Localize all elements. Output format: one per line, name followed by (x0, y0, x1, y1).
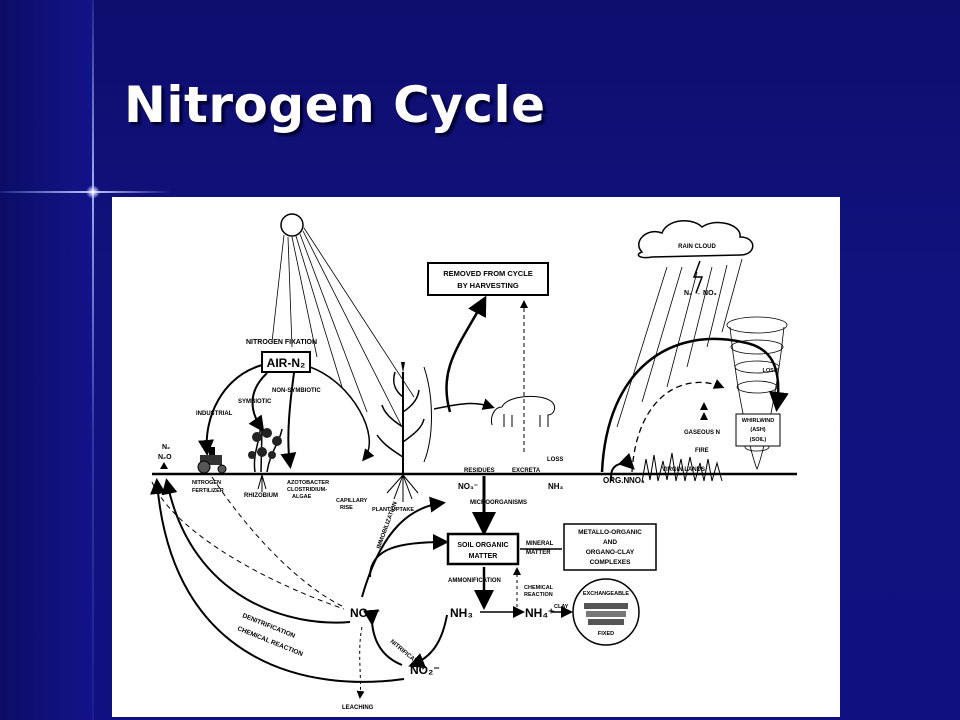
rain-cloud-icon: RAIN CLOUD N₂ → NO₃ (616, 220, 754, 428)
fire-label: FIRE (695, 448, 709, 454)
whirlwind-label-1: WHIRLWIND (742, 418, 774, 424)
whirlwind-icon: LOSS WHIRLWIND (ASH) (SOIL) (726, 316, 788, 471)
capillary-label-1: CAPILLARY (336, 498, 368, 504)
decorative-sparkle (86, 185, 100, 199)
azotobacter-label-1: AZOTOBACTER (287, 480, 329, 486)
n2-no3-rain-label: N₂ → NO₃ (684, 290, 717, 297)
slide-left-band (0, 0, 92, 720)
soil-organic-label-2: MATTER (469, 553, 498, 560)
n2-label: N₂ (162, 444, 170, 451)
metallo-label-1: METALLO-ORGANIC (578, 529, 642, 536)
removed-from-cycle-box: REMOVED FROM CYCLE BY HARVESTING (427, 262, 549, 296)
removed-label-1: REMOVED FROM CYCLE (443, 269, 533, 278)
ammonification-label: AMMONIFICATION (448, 578, 501, 584)
residues-label: RESIDUES (464, 468, 495, 474)
gaseous-n-label: GASEOUS N (684, 430, 720, 436)
exchangeable-label: EXCHANGEABLE (583, 591, 629, 597)
sun-icon (271, 213, 415, 428)
metallo-organic-box (563, 523, 657, 571)
mineral-label-1: MINERAL (526, 541, 554, 547)
air-n2-label: AIR-N₂ (267, 356, 306, 370)
chem-reaction-mid-2: REACTION (524, 592, 553, 598)
removed-label-2: BY HARVESTING (457, 281, 519, 290)
decorative-vertical-line (92, 0, 94, 720)
loss-label: LOSS (547, 457, 563, 463)
corn-plant-icon (376, 362, 432, 502)
virgin-lands-fire-icon: VIRGIN LANDS FIRE GASEOUS N (641, 402, 723, 483)
n2o-label: N₂O (158, 454, 172, 461)
slide-title: Nitrogen Cycle (124, 76, 546, 134)
fertilizer-label-2: FERTILIZER (192, 488, 224, 494)
azotobacter-label-3: ALGAE (292, 494, 312, 500)
capillary-label-2: RISE (340, 505, 353, 511)
industrial-label: INDUSTRIAL (196, 411, 233, 417)
no3-soil-label: NO₃⁻ (458, 482, 478, 491)
soil-organic-label-1: SOIL ORGANIC (457, 542, 508, 549)
chem-reaction-mid-1: CHEMICAL (524, 585, 554, 591)
org-n-label: ORG.N (603, 476, 629, 485)
no3-bottom-label: NO₃⁻ (350, 606, 380, 620)
metallo-label-4: COMPLEXES (590, 559, 631, 566)
rain-cloud-label: RAIN CLOUD (678, 244, 716, 250)
whirlwind-label-2: (ASH) (750, 427, 765, 433)
symbiotic-label: SYMBIOTIC (238, 399, 272, 405)
mineral-label-2: MATTER (526, 550, 551, 556)
fertilizer-label-1: NITROGEN (192, 480, 221, 486)
air-n2-box (261, 351, 311, 373)
metallo-label-3: ORGANO-CLAY (586, 549, 635, 556)
whirlwind-loss-label: LOSS (763, 368, 778, 374)
rhizobium-label: RHIZOBIUM (244, 493, 278, 499)
nitrogen-fixation-label: NITROGEN FIXATION (246, 339, 317, 346)
virgin-lands-label: VIRGIN LANDS (662, 467, 705, 473)
clay-label: CLAY (554, 604, 569, 610)
no3-fire-label: NO₃ (629, 476, 645, 485)
nh4-label: NH₄⁺ (525, 606, 554, 620)
no2-label: NO₂⁻ (410, 663, 440, 677)
fixed-label: FIXED (598, 631, 614, 637)
leaching-label: LEACHING (342, 705, 374, 711)
legume-plant-icon (248, 424, 283, 492)
non-symbiotic-label: NON-SYMBIOTIC (272, 388, 321, 394)
metallo-label-2: AND (603, 539, 617, 546)
nh3-soil-label: NH₃ (548, 482, 564, 491)
diagram-svg: REMOVED FROM CYCLE BY HARVESTING RAIN CL… (150, 213, 797, 711)
nitrogen-cycle-diagram: REMOVED FROM CYCLE BY HARVESTING RAIN CL… (112, 197, 840, 717)
tractor-icon (197, 447, 227, 474)
clay-particle-icon: EXCHANGEABLE FIXED (572, 578, 640, 646)
microorganisms-label: MICROORGANISMS (470, 500, 527, 506)
cow-icon (491, 395, 556, 427)
whirlwind-label-3: (SOIL) (750, 437, 767, 443)
decorative-horizontal-line (0, 191, 170, 193)
nh3-bottom-label: NH₃ (450, 606, 473, 620)
plant-uptake-label: PLANT UPTAKE (372, 507, 414, 513)
azotobacter-label-2: CLOSTRIDIUM- (287, 487, 327, 493)
excreta-label: EXCRETA (512, 468, 541, 474)
